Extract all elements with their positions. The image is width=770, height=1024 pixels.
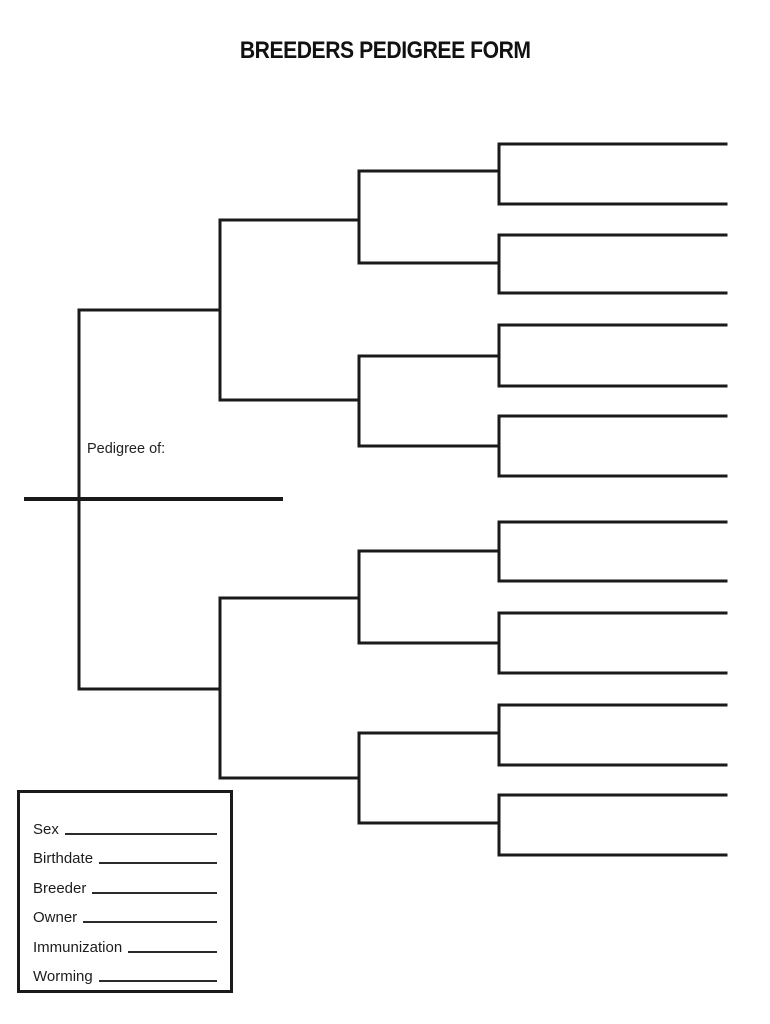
field-input-line-worming[interactable] xyxy=(98,979,217,982)
field-label-sex: Sex xyxy=(33,820,59,838)
field-row-worming: Worming xyxy=(33,956,230,986)
field-row-breeder: Breeder xyxy=(33,867,230,897)
field-label-birthdate: Birthdate xyxy=(33,850,94,868)
field-label-worming: Worming xyxy=(33,968,93,986)
field-row-birthdate: Birthdate xyxy=(33,838,230,868)
info-box: Sex Birthdate Breeder Owner Immunization… xyxy=(17,790,233,993)
field-row-immunization: Immunization xyxy=(33,926,230,956)
field-input-line-owner[interactable] xyxy=(83,920,217,923)
field-input-line-immunization[interactable] xyxy=(128,950,217,953)
field-row-owner: Owner xyxy=(33,897,230,927)
page-title-text: BREEDERS PEDIGREE FORM xyxy=(239,37,531,64)
field-row-sex: Sex xyxy=(33,808,230,838)
field-label-owner: Owner xyxy=(33,909,78,927)
field-input-line-birthdate[interactable] xyxy=(99,861,217,864)
field-input-line-sex[interactable] xyxy=(64,832,217,835)
field-label-breeder: Breeder xyxy=(33,879,87,897)
field-label-immunization: Immunization xyxy=(33,938,123,956)
subject-label: Pedigree of: xyxy=(87,441,166,457)
field-input-line-breeder[interactable] xyxy=(92,891,217,894)
page-title: BREEDERS PEDIGREE FORM xyxy=(0,37,770,65)
